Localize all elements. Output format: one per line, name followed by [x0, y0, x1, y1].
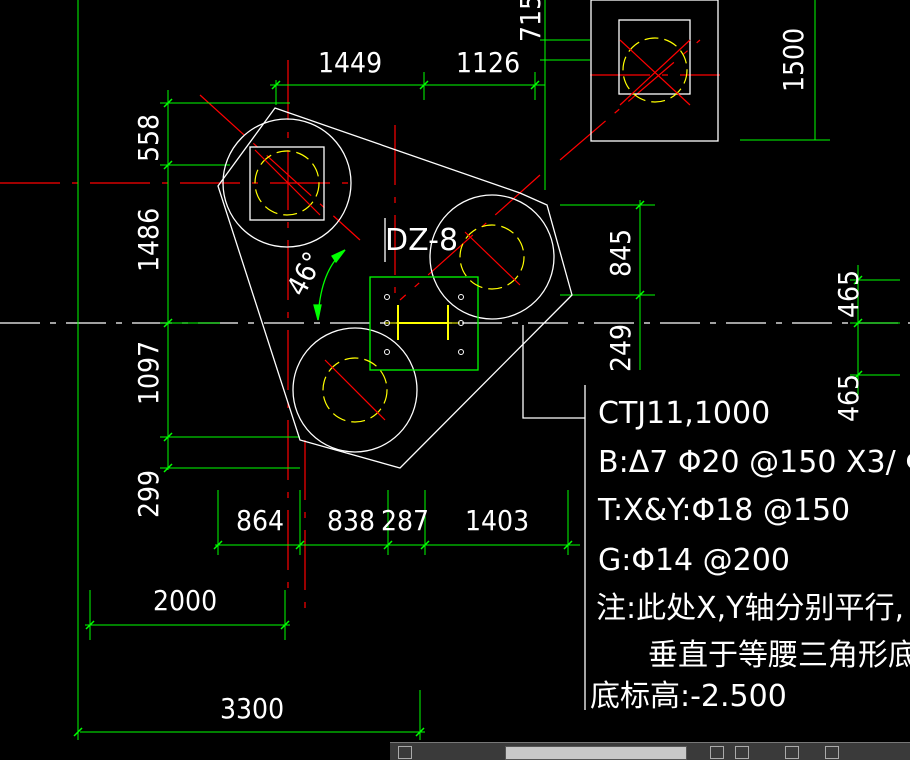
dimension-lines — [77, 0, 900, 740]
dim-1486: 1486 — [132, 208, 165, 272]
toolbar-icon-5[interactable] — [825, 746, 839, 759]
dim-1500: 1500 — [777, 28, 810, 92]
dim-3300: 3300 — [220, 692, 284, 725]
dim-558: 558 — [132, 114, 165, 162]
dim-1097: 1097 — [132, 341, 165, 405]
dimension-ticks — [73, 80, 863, 737]
dim-715: 715 — [514, 0, 547, 42]
column-dz8[interactable] — [369, 276, 479, 371]
toolbar-icon-4[interactable] — [785, 746, 799, 759]
toolbar-icon-3[interactable] — [735, 746, 749, 759]
note-line-1: CTJ11,1000 — [598, 396, 770, 431]
note-line-7: 底标高:-2.500 — [590, 679, 787, 714]
note-line-2: B:Δ7 Φ20 @150 X3/ Φ12 @2 — [598, 445, 910, 480]
dim-287: 287 — [381, 504, 429, 537]
toolbar-icon-1[interactable] — [398, 746, 412, 759]
center-marks — [254, 39, 691, 421]
dim-838: 838 — [327, 504, 375, 537]
red-axis-lines — [0, 39, 720, 610]
dim-2000: 2000 — [153, 584, 217, 617]
command-field[interactable] — [505, 746, 687, 760]
dim-864: 864 — [236, 504, 284, 537]
dim-465-upper: 465 — [832, 270, 865, 318]
note-line-6: 垂直于等腰三角形底边 — [648, 638, 910, 673]
dim-1449: 1449 — [318, 46, 382, 79]
dim-1126: 1126 — [456, 46, 520, 79]
toolbar-icon-2[interactable] — [710, 746, 724, 759]
pile-cap-outline — [217, 0, 719, 710]
angle-arc — [313, 249, 346, 321]
dim-249: 249 — [604, 324, 637, 372]
dim-1403: 1403 — [465, 504, 529, 537]
note-line-5: 注:此处X,Y轴分别平行, — [596, 591, 904, 626]
steel-section — [385, 305, 460, 340]
dim-465-lower: 465 — [832, 374, 865, 422]
component-label: DZ-8 — [385, 223, 458, 258]
dim-299: 299 — [132, 470, 165, 518]
anchor-bolts — [384, 294, 464, 355]
note-line-4: G:Φ14 @200 — [598, 543, 790, 578]
note-line-3: T:X&Y:Φ18 @150 — [597, 493, 850, 528]
bottom-toolbar — [390, 742, 910, 760]
rebar-circles — [254, 37, 688, 423]
dim-845: 845 — [604, 229, 637, 277]
